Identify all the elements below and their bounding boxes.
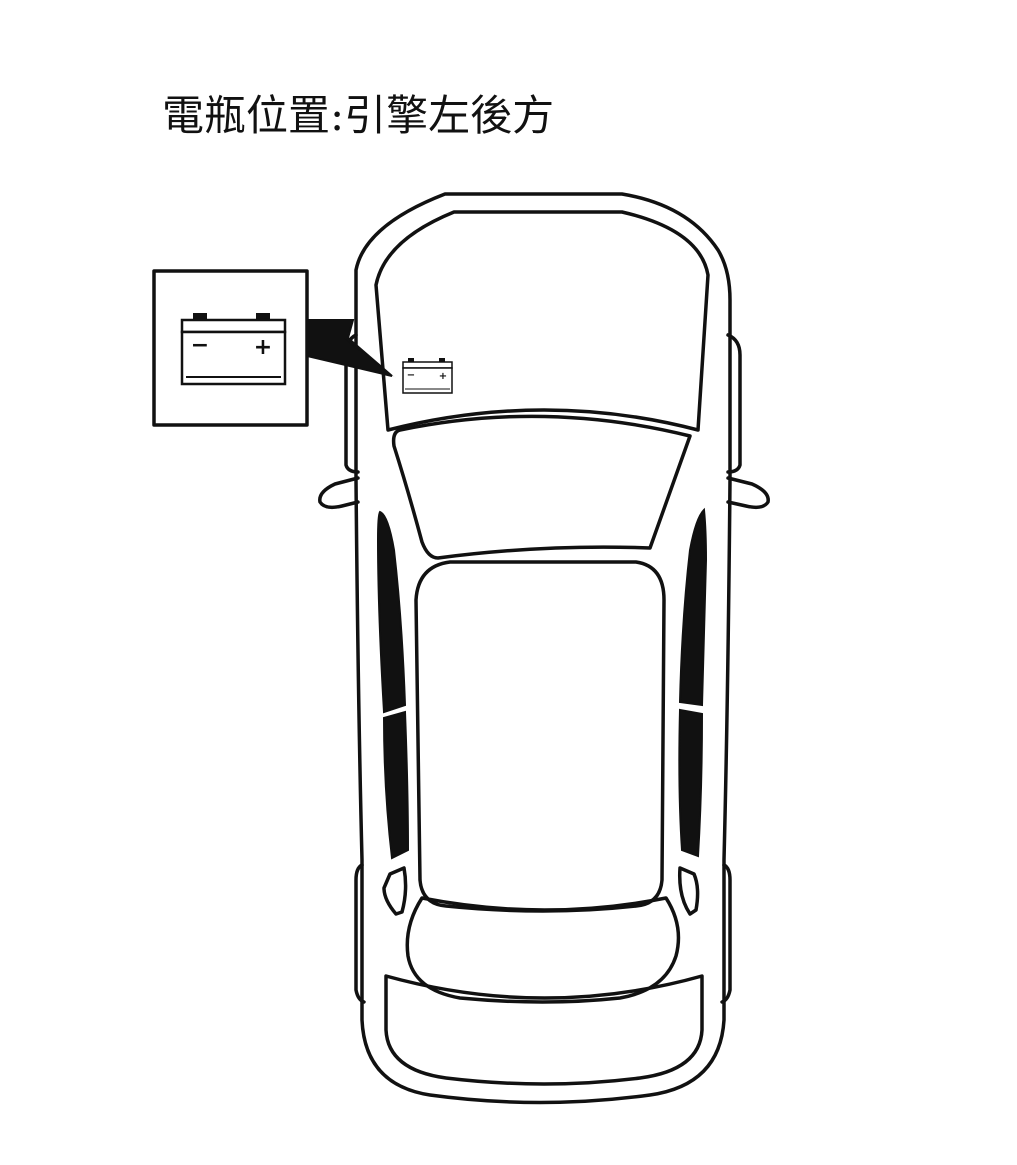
right-rear-quarter-window <box>677 866 700 916</box>
battery-marker-positive-symbol: + <box>439 371 447 382</box>
right-front-side-window <box>678 507 708 707</box>
left-mirror <box>318 476 360 510</box>
right-rear-fender <box>720 863 732 1004</box>
left-front-side-window <box>376 510 407 714</box>
car-body-outline <box>354 192 732 1105</box>
right-front-fender <box>726 333 742 474</box>
trunk <box>384 974 704 1086</box>
windshield <box>391 414 692 560</box>
car-hood <box>374 210 710 432</box>
right-mirror <box>726 476 770 510</box>
left-rear-quarter-window <box>382 866 408 916</box>
left-rear-side-window <box>382 710 410 860</box>
battery-marker-negative-symbol: − <box>407 370 415 381</box>
battery-location-caption: 電瓶位置:引擎左後方 <box>162 91 555 140</box>
callout-pointer <box>306 319 393 377</box>
battery-terminal-negative-post <box>193 313 207 322</box>
battery-icon: − + <box>180 313 287 386</box>
right-rear-side-window <box>678 708 704 858</box>
left-rear-fender <box>354 863 366 1004</box>
battery-location-marker-icon: − + <box>402 358 453 394</box>
battery-terminal-positive-post <box>256 313 270 322</box>
battery-negative-symbol: − <box>191 333 209 358</box>
roof <box>414 560 666 913</box>
battery-positive-symbol: + <box>254 335 272 360</box>
rear-window <box>405 896 681 1004</box>
